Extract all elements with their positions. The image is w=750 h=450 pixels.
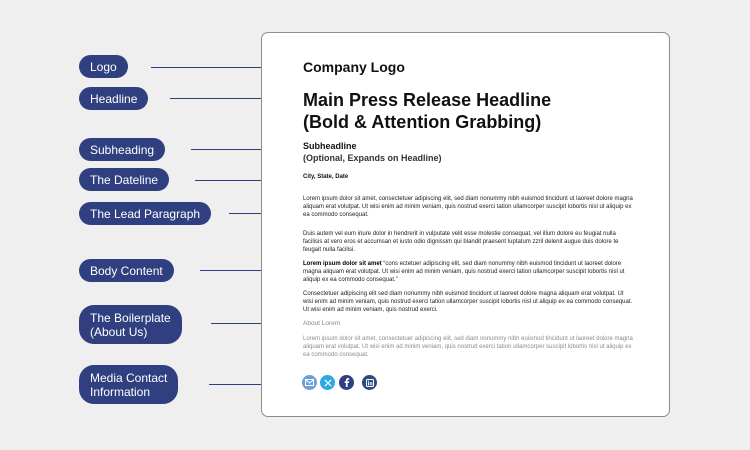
connector-lead-paragraph: [229, 213, 292, 214]
label-lead-paragraph-text: The Lead Paragraph: [90, 206, 201, 221]
label-media-contact-line1: Media Contact: [90, 370, 168, 385]
body-paragraph-2-bold: Lorem ipsum dolor sit amet: [303, 261, 382, 267]
subheadline: Subheadline: [303, 141, 357, 151]
label-lead-paragraph: The Lead Paragraph: [79, 202, 212, 225]
label-headline: Headline: [79, 87, 149, 110]
connector-headline: [170, 98, 292, 99]
linkedin-icon[interactable]: [362, 375, 377, 390]
about-paragraph: Lorem ipsum dolor sit amet, consectetuer…: [303, 336, 633, 358]
email-icon[interactable]: [302, 375, 317, 390]
subheadline-note: (Optional, Expands on Headline): [303, 153, 442, 163]
label-boilerplate: The Boilerplate (About Us): [79, 305, 182, 344]
connector-body-content: [200, 270, 292, 271]
label-body-content: Body Content: [79, 259, 174, 282]
label-headline-text: Headline: [90, 91, 138, 106]
headline-line1: Main Press Release Headline: [303, 90, 552, 110]
lead-paragraph: Lorem ipsum dolor sit amet, consectetuer…: [303, 196, 633, 218]
body-paragraph-2-rest: “cons ectetuer adipiscing elit, sed diam…: [303, 261, 625, 283]
label-subheading: Subheading: [79, 138, 166, 161]
main-headline: Main Press Release Headline (Bold & Atte…: [303, 89, 623, 133]
headline-line2: (Bold & Attention Grabbing): [303, 112, 542, 132]
connector-subheading: [191, 149, 292, 150]
label-media-contact: Media Contact Information: [79, 365, 179, 404]
x-icon[interactable]: [320, 375, 335, 390]
label-logo: Logo: [79, 55, 128, 78]
label-logo-text: Logo: [90, 59, 117, 74]
label-body-content-text: Body Content: [90, 263, 163, 278]
label-subheading-text: Subheading: [90, 142, 155, 157]
press-release-document: Company Logo Main Press Release Headline…: [261, 32, 670, 417]
connector-media-contact: [209, 384, 292, 385]
label-dateline: The Dateline: [79, 168, 170, 191]
label-media-contact-line2: Information: [90, 384, 151, 399]
label-boilerplate-line2: (About Us): [90, 324, 148, 339]
label-dateline-text: The Dateline: [90, 172, 159, 187]
facebook-icon[interactable]: [339, 375, 354, 390]
connector-logo: [151, 67, 292, 68]
dateline: City, State, Date: [303, 174, 349, 180]
about-title: About Lorem: [303, 320, 341, 327]
body-paragraph-3: Consectetuer adipiscing elit sed diam no…: [303, 291, 633, 313]
company-logo: Company Logo: [303, 59, 405, 75]
connector-dateline: [195, 180, 292, 181]
body-paragraph-1: Duis autem vel eum iriure dolor in hendr…: [303, 231, 619, 253]
label-boilerplate-line1: The Boilerplate: [90, 310, 171, 325]
body-paragraph-2: Lorem ipsum dolor sit amet “cons ectetue…: [303, 260, 635, 284]
connector-boilerplate: [211, 323, 292, 324]
